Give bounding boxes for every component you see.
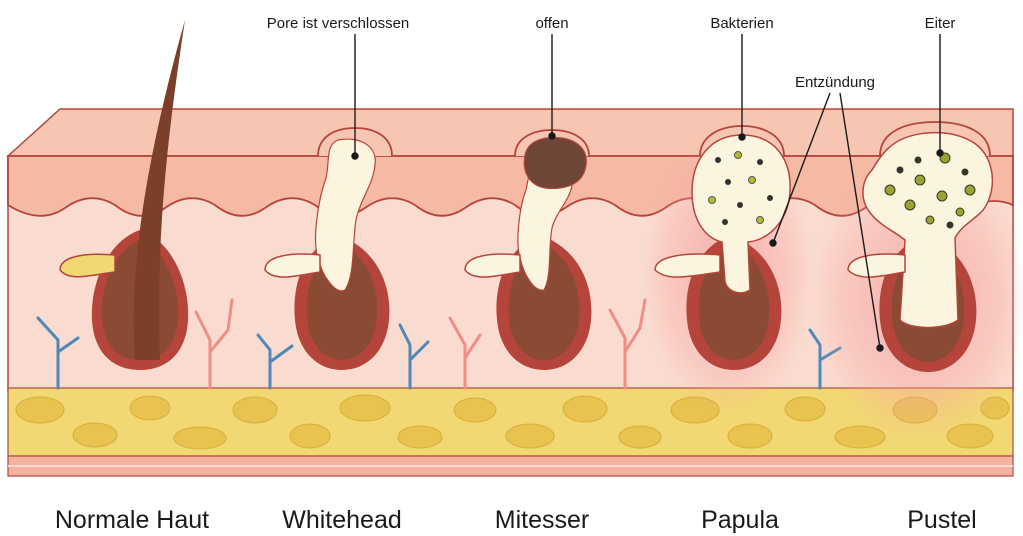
- label-pore-closed: Pore ist verschlossen: [267, 15, 410, 32]
- label-pus: Eiter: [925, 15, 956, 32]
- caption-normal-skin: Normale Haut: [55, 506, 209, 534]
- caption-blackhead: Mitesser: [495, 506, 589, 534]
- label-bacteria: Bakterien: [710, 15, 773, 32]
- label-open: offen: [535, 15, 568, 32]
- blackhead-plug: [524, 138, 586, 189]
- caption-papule: Papula: [701, 506, 779, 534]
- caption-pustule: Pustel: [907, 506, 976, 534]
- label-inflammation: Entzündung: [795, 74, 875, 91]
- caption-whitehead: Whitehead: [282, 506, 402, 534]
